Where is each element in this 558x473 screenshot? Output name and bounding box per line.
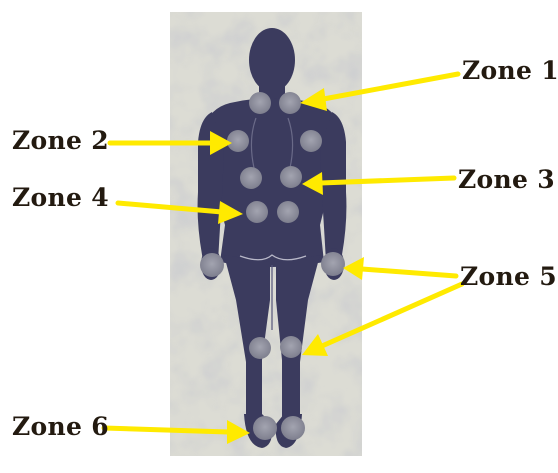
spot-knee-left: [249, 337, 271, 359]
zone-4-label: Zone 4: [12, 183, 109, 212]
spot-zone-5-right: [321, 252, 345, 276]
spot-zone-4-right: [277, 201, 299, 223]
spot-zone-4-left: [246, 201, 268, 223]
spot-zone-6-left: [253, 416, 277, 440]
spot-zone-2-left: [227, 130, 249, 152]
spot-zone-2-right: [300, 130, 322, 152]
arrow-zone-5a-shaft: [362, 269, 456, 276]
spot-zone-6-right: [281, 416, 305, 440]
zone-1-label: Zone 1: [462, 56, 558, 85]
spot-zone-3-right: [280, 166, 302, 188]
spot-zone-5-left: [200, 253, 224, 277]
spot-zone-1-left: [249, 92, 271, 114]
zone-3-label: Zone 3: [458, 165, 555, 194]
spot-knee-right: [280, 336, 302, 358]
zone-2-label: Zone 2: [12, 126, 109, 155]
spot-zone-1-right: [279, 92, 301, 114]
zone-6-label: Zone 6: [12, 412, 109, 441]
zone-5-label: Zone 5: [460, 262, 557, 291]
spot-zone-3-left: [240, 167, 262, 189]
